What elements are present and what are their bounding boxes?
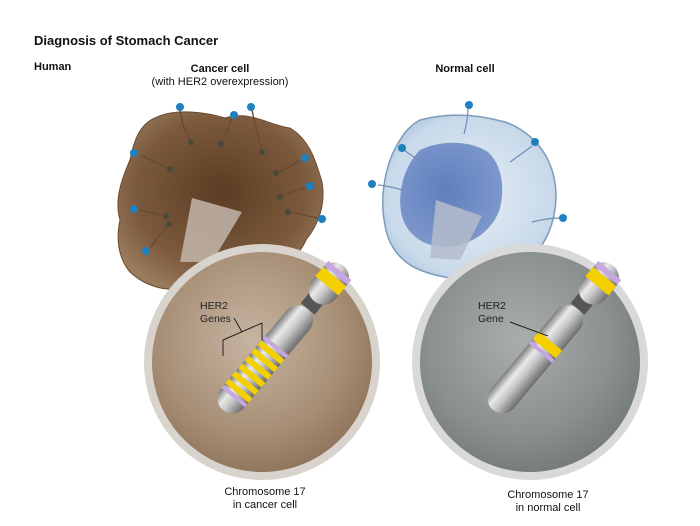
receptor-icon (176, 103, 184, 111)
normal-receptor-heads (368, 101, 567, 222)
normal-her2-band (532, 331, 563, 359)
normal-chromosome-caption: Chromosome 17 in normal cell (478, 489, 618, 515)
cancer-receptor-feet (163, 139, 291, 227)
her2-genes-pointer (233, 317, 243, 333)
normal-chromosome-inset: HER2 Gene (412, 244, 648, 480)
chromosome-centromere (570, 292, 594, 315)
normal-zoom-wedge (430, 200, 482, 260)
species-label: Human (34, 61, 72, 73)
receptor-icon (531, 138, 539, 146)
cancer-chromosome-caption: Chromosome 17 in cancer cell (195, 486, 335, 512)
receptor-icon (398, 144, 406, 152)
her2-gene-pointer (509, 321, 549, 337)
receptor-icon (301, 154, 309, 162)
normal-gene-label-1: HER2 (478, 300, 506, 312)
cancer-chromosome-caption-line1: Chromosome 17 (224, 486, 306, 498)
cancer-cell-subcaption: (with HER2 overexpression) (151, 76, 289, 88)
normal-chromosome (487, 260, 622, 414)
cancer-chromosome (217, 260, 352, 414)
normal-cell-caption: Normal cell (435, 63, 495, 75)
cancer-chromosome-inset: HER2 Genes (144, 244, 380, 480)
cancer-receptor-heads (130, 103, 326, 255)
cancer-cell-caption: Cancer cell (190, 63, 250, 75)
page-title: Diagnosis of Stomach Cancer (34, 33, 219, 48)
normal-chromosome-caption-line2: in normal cell (515, 502, 581, 514)
receptor-icon (247, 103, 255, 111)
cancer-zoom-wedge (180, 198, 242, 262)
receptor-icon (318, 215, 326, 223)
receptor-icon (230, 111, 238, 119)
cancer-her2-bands (225, 340, 285, 403)
chromosome-centromere (300, 292, 324, 315)
receptor-icon (306, 182, 314, 190)
cancer-chromosome-caption-line2: in cancer cell (232, 499, 298, 511)
receptor-icon (559, 214, 567, 222)
receptor-icon (130, 205, 138, 213)
cancer-gene-label-1: HER2 (200, 300, 228, 312)
cancer-gene-label-2: Genes (200, 313, 231, 325)
receptor-icon (368, 180, 376, 188)
normal-cell (368, 101, 567, 280)
normal-receptor-stalks (377, 107, 561, 223)
cancer-receptor-stalks (139, 109, 319, 249)
normal-gene-label-2: Gene (478, 313, 504, 325)
normal-chromosome-caption-line1: Chromosome 17 (507, 489, 589, 501)
receptor-icon (130, 149, 138, 157)
her2-genes-bracket (222, 322, 263, 356)
receptor-icon (142, 247, 150, 255)
chromosome-long-arm (487, 305, 584, 414)
receptor-icon (465, 101, 473, 109)
